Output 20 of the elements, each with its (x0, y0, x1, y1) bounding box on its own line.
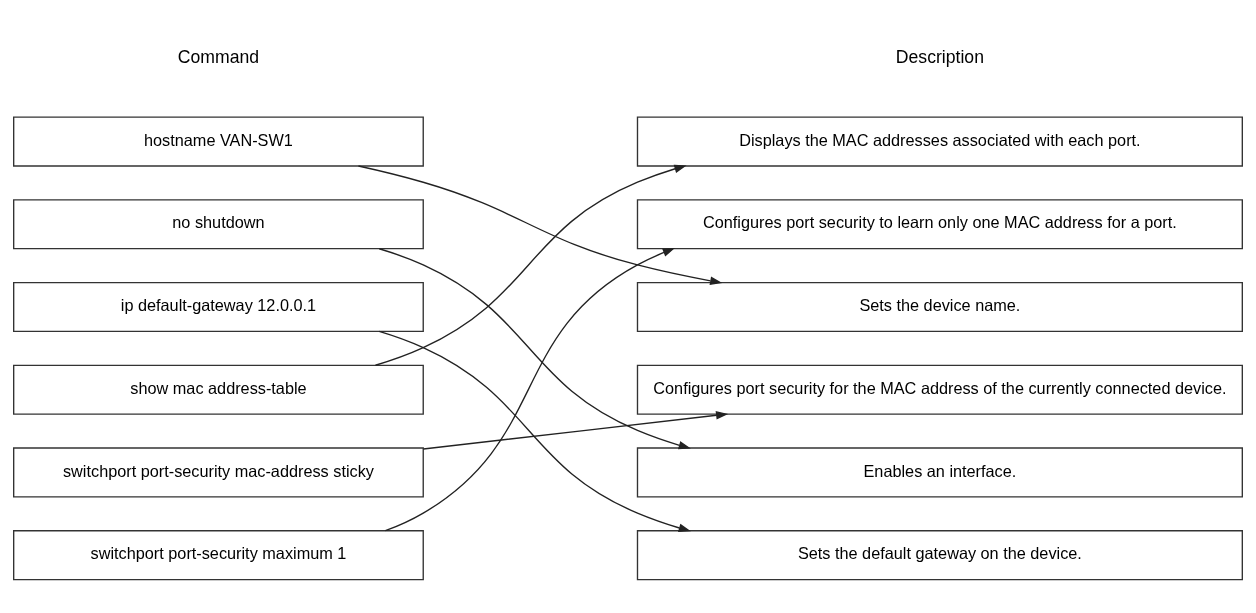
node-box: ip default-gateway 12.0.0.1 (13, 281, 424, 332)
node-box: switchport port-security mac-address sticky (13, 446, 424, 498)
node-box: switchport port-security maximum 1 (13, 529, 424, 580)
arrow (422, 410, 729, 450)
arrow (384, 247, 675, 531)
arrow (357, 164, 723, 285)
node-box: Displays the MAC addresses associated with each port. (636, 115, 1243, 167)
node-box: Configures port security to learn only one MAC address for a port. (636, 198, 1243, 249)
arrow (378, 247, 691, 449)
arrow (378, 330, 691, 532)
node-box: Sets the default gateway on the device. (636, 529, 1243, 580)
node-box: Enables an interface. (636, 446, 1243, 498)
label: Description (895, 46, 984, 67)
arrow (374, 164, 687, 366)
node-box: hostname VAN-SW1 (13, 115, 424, 167)
node-box: no shutdown (13, 198, 424, 249)
node-box: show mac address-table (13, 364, 424, 415)
node-box: Configures port security for the MAC address of the currently connected device. (636, 364, 1243, 415)
node-box: Sets the device name. (636, 281, 1243, 332)
label: Command (177, 46, 260, 67)
